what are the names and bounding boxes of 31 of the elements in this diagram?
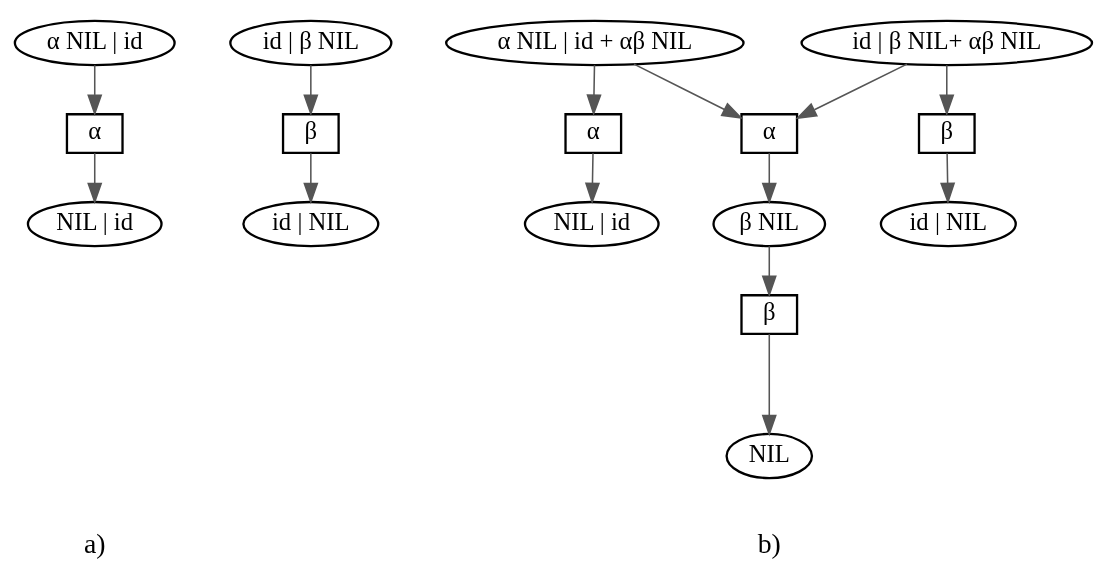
node-ellipse: α NIL | id + αβ NIL [445,19,745,66]
node-ellipse: NIL [725,432,814,479]
node-box: β [281,112,340,154]
node-box: β [917,112,976,154]
arrow [940,151,956,204]
node-ellipse: id | β NIL+ αβ NIL [800,19,1094,66]
arrow [303,151,319,204]
arrow [303,64,319,116]
node-ellipse: β NIL [712,200,827,247]
node-ellipse: NIL | id [26,200,163,247]
label: a) [83,527,106,559]
arrow [939,64,955,116]
node-ellipse: α NIL | id [13,19,176,66]
arrow [586,64,602,116]
node-box: α [740,112,799,154]
arrow [87,64,103,116]
node-ellipse: id | NIL [879,200,1017,247]
node-ellipse: id | β NIL [229,19,393,66]
node-ellipse: id | NIL [242,200,380,247]
arrow [584,151,601,204]
arrow [87,151,103,204]
node-box: α [65,112,124,154]
node-box: β [740,293,799,335]
node-box: α [564,112,623,154]
arrow [761,245,777,297]
label: b) [757,527,781,559]
arrow [761,332,777,436]
node-ellipse: NIL | id [523,200,660,247]
arrow [633,62,744,119]
arrow [761,151,777,204]
arrow [795,62,908,119]
